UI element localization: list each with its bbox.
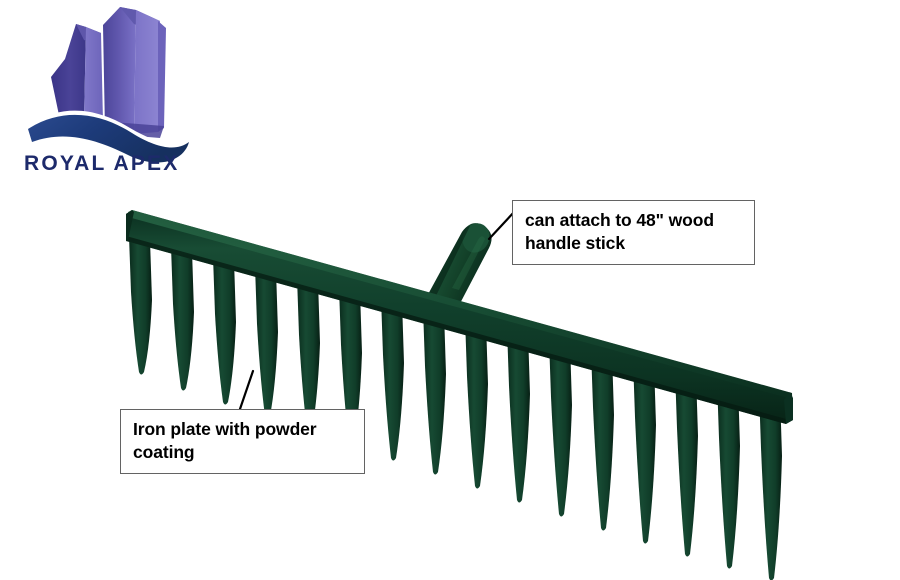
logo-tower-left bbox=[51, 24, 103, 122]
rake-tine bbox=[465, 318, 488, 489]
rake-tine-group bbox=[129, 236, 782, 580]
brand-wordmark: ROYAL APEX bbox=[24, 152, 180, 175]
callout-plate-line-2: coating bbox=[133, 441, 195, 462]
rake-tine bbox=[759, 390, 782, 580]
rake-tine bbox=[507, 328, 530, 503]
rake-tine bbox=[675, 370, 698, 557]
rake-tine bbox=[381, 297, 404, 461]
logo-wave bbox=[28, 110, 189, 163]
rake-tine bbox=[339, 287, 362, 447]
rake-head-bar bbox=[126, 210, 793, 424]
rake-tine bbox=[129, 236, 152, 375]
rake-tine bbox=[549, 339, 572, 517]
callout-handle-line-1: can attach to 48" wood bbox=[525, 210, 714, 230]
rake-tine bbox=[423, 308, 446, 475]
callout-handle-line-2: handle stick bbox=[525, 232, 625, 253]
royal-apex-logo-graphic bbox=[28, 7, 189, 163]
rake-tine bbox=[717, 380, 740, 569]
rake-tine bbox=[255, 266, 278, 419]
rake-tine bbox=[171, 246, 194, 391]
rake-tine bbox=[213, 256, 236, 405]
rake-tine bbox=[633, 359, 656, 544]
royal-apex-logo: ROYAL APEX bbox=[8, 2, 218, 192]
rake-tine bbox=[297, 277, 320, 433]
callout-plate-line-1: Iron plate with powder bbox=[133, 419, 317, 439]
callout-plate-note: Iron plate with powder coating bbox=[120, 409, 365, 474]
callout-handle-note: can attach to 48" wood handle stick bbox=[512, 200, 755, 265]
logo-tower-right bbox=[103, 7, 166, 134]
rake-tine bbox=[591, 349, 614, 531]
handle-socket-ferrule bbox=[425, 223, 492, 313]
